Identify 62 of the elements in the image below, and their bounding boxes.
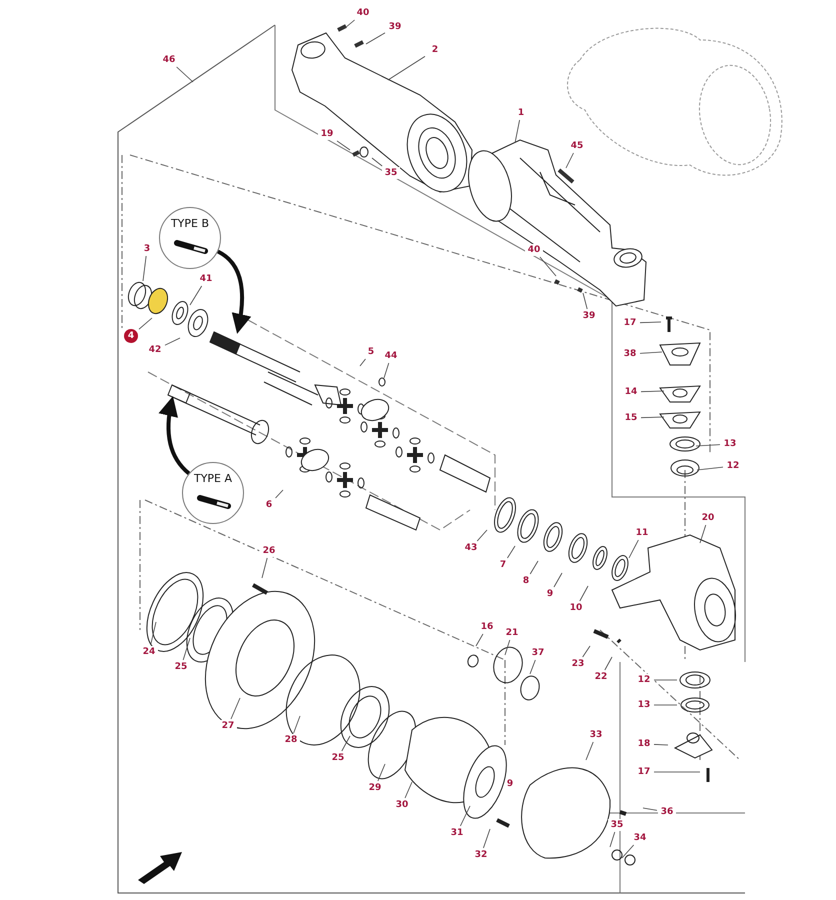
leader-line (504, 640, 510, 656)
leader-line (610, 832, 616, 848)
curved-arrow (158, 396, 190, 475)
leader-line (579, 586, 588, 602)
leader-line (696, 444, 720, 446)
leader-line (582, 646, 590, 658)
leader-line (150, 622, 156, 646)
leader-line (582, 292, 588, 310)
leader-line (460, 806, 470, 826)
leader-line (654, 704, 678, 706)
leader-line (404, 782, 412, 798)
callout-number: 9 (506, 778, 514, 790)
leader-line (654, 744, 668, 746)
leader-line (138, 318, 152, 330)
leader-line (530, 560, 538, 574)
leader-line (293, 716, 300, 734)
leader-line (507, 546, 516, 558)
leader-line (336, 140, 350, 150)
leader-line (514, 120, 520, 144)
leader-line (384, 362, 390, 378)
leader-line (190, 286, 202, 306)
leader-line (262, 558, 268, 578)
leader-line (483, 828, 490, 848)
leader-line (142, 256, 147, 282)
leader-line (360, 358, 366, 366)
leader-line (554, 572, 562, 588)
leader-line (640, 390, 664, 392)
leader-line (176, 66, 194, 82)
leader-line (640, 416, 664, 418)
leader-line (700, 524, 706, 544)
leader-line (642, 808, 658, 811)
leader-line (378, 764, 386, 782)
curved-arrow (216, 250, 251, 334)
callout-number: 35 (608, 819, 626, 831)
leader-line (604, 656, 612, 670)
leader-line (182, 638, 190, 660)
callout-number: 35 (382, 167, 400, 179)
leader-line (275, 490, 284, 498)
leader-line (640, 322, 662, 324)
leader-line (230, 698, 240, 720)
leader-line (476, 530, 488, 542)
leader-line (540, 256, 556, 276)
callout-badge: 4 (124, 329, 138, 343)
type-label: TYPE B (170, 217, 210, 230)
leader-line (344, 20, 355, 28)
leader-line (628, 540, 639, 558)
leader-line (566, 152, 574, 168)
leader-line (530, 660, 536, 674)
leader-line (586, 742, 594, 760)
callout-number: 26 (260, 545, 278, 557)
leader-line (341, 736, 350, 752)
leader-line (476, 634, 484, 646)
leader-line (164, 338, 180, 346)
callout-number: 40 (525, 244, 543, 256)
leader-line (640, 352, 662, 354)
type-label: TYPE A (192, 472, 234, 485)
leader-line (696, 466, 724, 470)
leader-line (388, 56, 426, 80)
leader-line (622, 844, 634, 858)
leader-line (366, 32, 386, 44)
leader-line (372, 158, 383, 166)
callout-number: 19 (318, 128, 336, 140)
